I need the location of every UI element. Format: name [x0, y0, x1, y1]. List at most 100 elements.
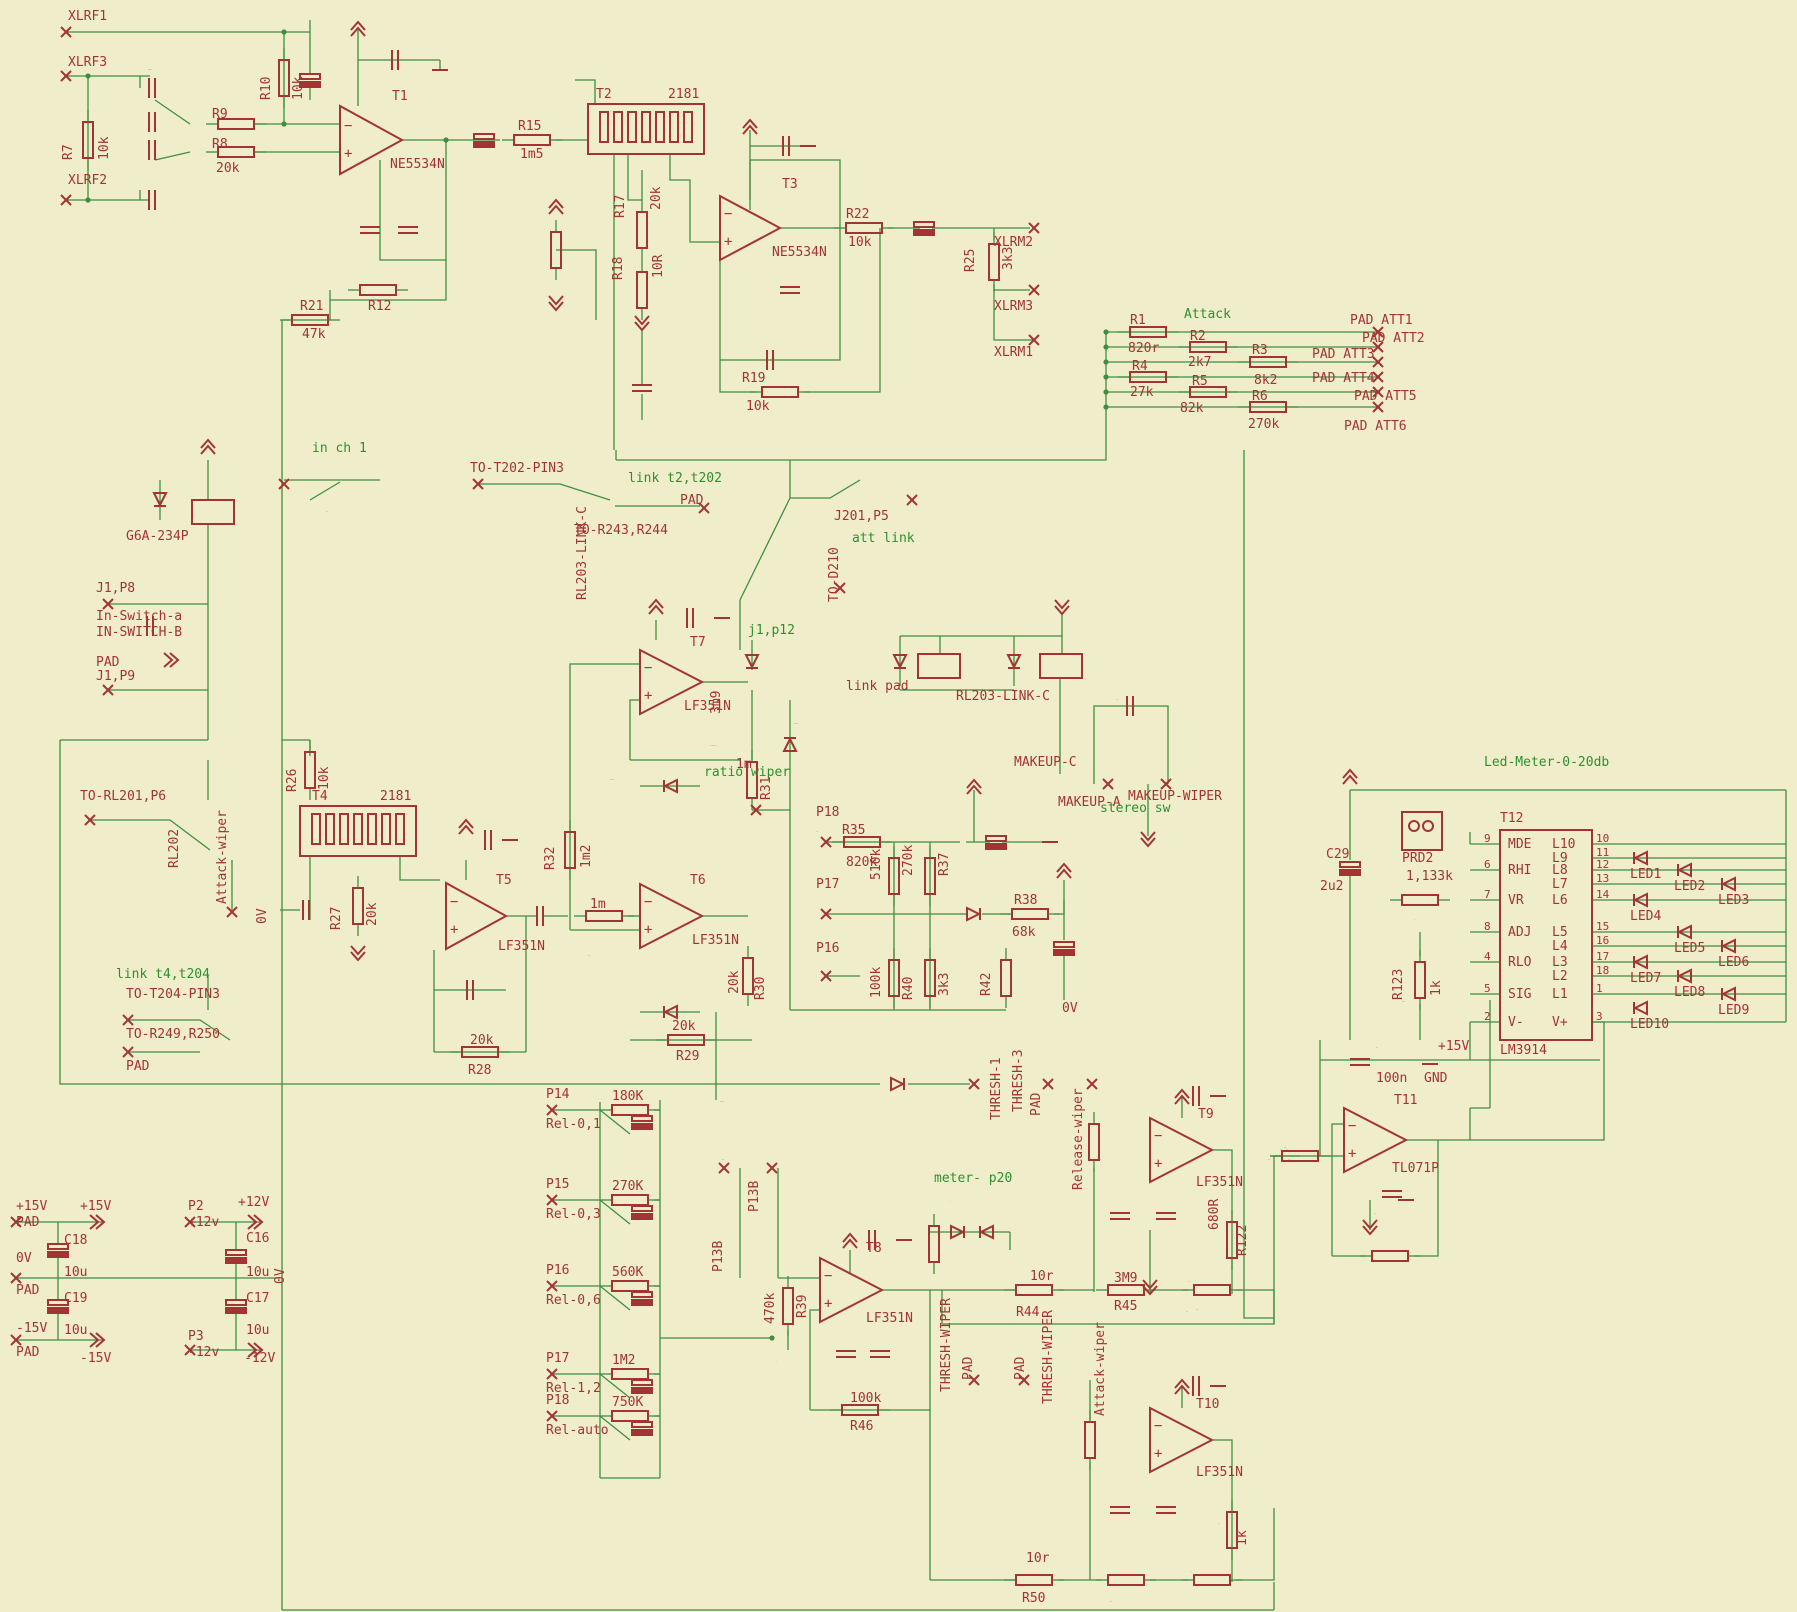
label: PAD: [680, 493, 704, 508]
label: SIG: [1508, 987, 1532, 1002]
wires: [16, 20, 1787, 1611]
supply-arrow-icon: [966, 778, 982, 795]
wire: [1470, 1021, 1605, 1141]
resistor: [513, 134, 551, 146]
label: T7: [690, 635, 706, 650]
diode: [1676, 968, 1692, 984]
resistor: [1226, 1511, 1238, 1549]
label: 13: [1596, 872, 1609, 885]
connector-pad: [60, 70, 72, 82]
supply-arrow-icon: [1342, 768, 1358, 785]
resistor: [761, 386, 799, 398]
label: Rel-0,1: [546, 1117, 601, 1132]
label: LM3914: [1500, 1043, 1547, 1058]
electrolytic-plate: [225, 1299, 247, 1306]
wire: [556, 249, 597, 320]
diode: [1676, 924, 1692, 940]
junction-dot: [85, 197, 91, 203]
label: R35: [842, 823, 865, 838]
label: 1,133k: [1406, 869, 1453, 884]
supply-arrow-icon: [1362, 1219, 1378, 1236]
diode: [1720, 876, 1736, 892]
connector-pad: [60, 26, 72, 38]
label: 4: [1484, 950, 1491, 963]
label: R2: [1190, 329, 1206, 344]
label: R10: [259, 77, 274, 100]
connector-pad: [968, 1374, 980, 1386]
resistor: [782, 1287, 794, 1325]
label: MAKEUP-WIPER: [1128, 789, 1222, 804]
label: 560K: [612, 1265, 643, 1280]
label: 14: [1596, 888, 1610, 901]
resistor: [888, 857, 900, 895]
label: IN-SWITCH-B: [96, 625, 182, 640]
label: 8k2: [1254, 373, 1277, 388]
opamp-symbol: [1149, 1116, 1215, 1184]
label: R27: [329, 907, 344, 930]
supply-arrow-icon: [548, 198, 564, 215]
wire: [669, 154, 720, 243]
resistor: [217, 118, 255, 130]
label: 0V: [273, 1268, 288, 1284]
label: L2: [1552, 969, 1568, 984]
label: T4: [312, 789, 328, 804]
wire: [1054, 900, 1065, 915]
wire: [804, 228, 881, 393]
wire: [809, 1309, 820, 1410]
label: PAD ATT1: [1350, 313, 1413, 328]
label: R25: [963, 249, 978, 272]
label: R32: [543, 847, 558, 870]
resistor: [742, 957, 754, 995]
wire: [128, 1019, 231, 1041]
label: R46: [1022, 1311, 1024, 1313]
wire: [478, 483, 611, 501]
label: RLO: [1508, 955, 1532, 970]
connector-pad: [1086, 1078, 1098, 1090]
opamp-plus: +: [644, 688, 652, 704]
label: 0V: [776, 1361, 778, 1363]
label: PAD ATT4: [1312, 371, 1375, 386]
junction-dot: [85, 73, 91, 79]
opamp-plus: +: [724, 234, 732, 250]
label: TO-RL201,P6: [710, 745, 717, 747]
diode: [782, 736, 798, 752]
opamp-symbol: [1343, 1106, 1409, 1174]
electrolytic-plate: [225, 1249, 247, 1256]
resistor: [924, 857, 936, 895]
label: T12: [1500, 811, 1523, 826]
resistor: [988, 243, 1000, 281]
label: PAD: [16, 1283, 40, 1298]
supply-arrow-icon: [200, 438, 216, 455]
resistor: [304, 751, 316, 789]
resistor: [1088, 1123, 1100, 1161]
connector-pad: [766, 1162, 778, 1174]
wire: [1273, 1155, 1300, 1324]
supply-arrow-icon: [634, 315, 650, 332]
opamp-plus: +: [1154, 1446, 1162, 1462]
label: Attack-wiper: [215, 810, 230, 904]
resistor: [611, 1410, 649, 1422]
label: -12V: [244, 1351, 275, 1366]
label: 9: [1484, 832, 1491, 845]
diode: [152, 492, 168, 508]
label: XLRF3: [68, 55, 107, 70]
opamp-minus: −: [1154, 1128, 1162, 1144]
wire: [309, 481, 341, 501]
label: 47k: [302, 327, 326, 342]
diode: [744, 654, 760, 670]
label: LED2: [1674, 879, 1705, 894]
label: MAKEUP-C: [1014, 755, 1077, 770]
label: V-: [1508, 1015, 1524, 1030]
electrolytic-plate: [47, 1307, 69, 1314]
opamp-symbol: [719, 194, 783, 262]
label: LF351N: [720, 1101, 724, 1103]
wire: [154, 151, 191, 161]
connector-pad: [122, 1014, 134, 1026]
label: T6: [690, 873, 706, 888]
label: TO-R243,R244: [574, 523, 668, 538]
opamp-symbol: [1149, 1406, 1215, 1474]
electrolytic-plate: [47, 1299, 69, 1306]
diode: [662, 778, 678, 794]
label: -15V: [80, 1351, 111, 1366]
